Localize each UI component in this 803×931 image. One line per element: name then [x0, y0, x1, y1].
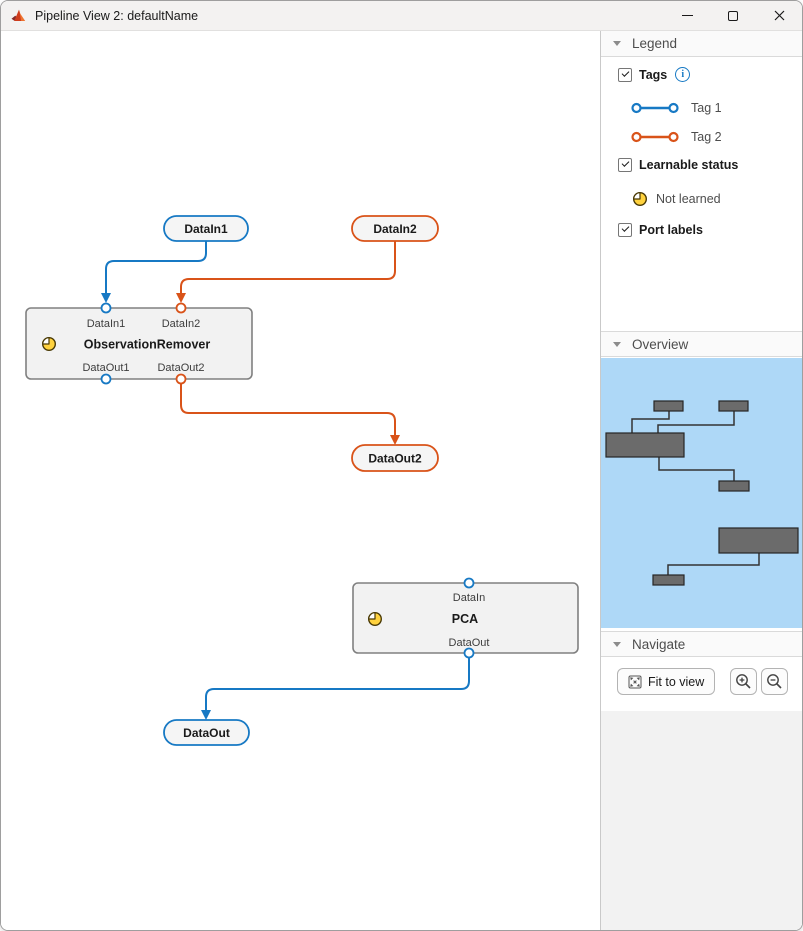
- maximize-icon: [728, 10, 738, 21]
- not-learned-clock-icon: [368, 612, 382, 626]
- tag2-line-icon: [631, 131, 679, 143]
- info-glyph: i: [681, 68, 685, 80]
- checkmark-icon: [621, 159, 629, 167]
- info-icon[interactable]: i: [675, 67, 691, 82]
- port-pca-out-circle[interactable]: [463, 647, 475, 659]
- checkmark-icon: [621, 68, 629, 77]
- port-label-datain2: DataIn2: [162, 318, 201, 330]
- port-labels-label: Port labels: [639, 223, 703, 237]
- node-observationremover-title: ObservationRemover: [84, 338, 211, 352]
- node-datain2-label: DataIn2: [373, 222, 417, 236]
- port-out2-circle[interactable]: [175, 373, 187, 385]
- navigate-toolbar: Fit to view: [601, 668, 802, 695]
- legend-section-header[interactable]: Legend: [601, 31, 802, 57]
- overview-minimap[interactable]: [601, 358, 802, 628]
- node-pca[interactable]: DataIn PCA DataOut: [352, 577, 579, 659]
- edge-datain2-to-observationremover[interactable]: [176, 241, 396, 303]
- legend-title: Legend: [632, 36, 678, 51]
- collapse-arrow-icon[interactable]: [613, 41, 621, 46]
- learnable-status-label: Learnable status: [639, 158, 739, 172]
- node-pca-title: PCA: [452, 612, 478, 626]
- port-labels-row: Port labels: [618, 223, 703, 237]
- zoom-in-icon: [736, 674, 751, 689]
- not-learned-clock-icon: [632, 191, 648, 207]
- sidebar-empty-area: [601, 711, 802, 930]
- learnable-status-checkbox[interactable]: [618, 158, 632, 172]
- minimap-nodes: [605, 400, 799, 586]
- edge-datain1-to-observationremover[interactable]: [101, 241, 207, 303]
- port-label-dataout2: DataOut2: [157, 362, 204, 374]
- node-dataout[interactable]: DataOut: [163, 719, 250, 746]
- tag1-label: Tag 1: [691, 101, 722, 115]
- node-dataout-label: DataOut: [183, 726, 230, 740]
- tags-checkbox[interactable]: [618, 67, 632, 82]
- pipeline-canvas[interactable]: DataIn1 DataIn2 DataIn1 DataIn2 Observat…: [1, 31, 601, 930]
- matlab-logo-icon: [11, 9, 27, 23]
- fit-to-view-button[interactable]: Fit to view: [617, 668, 716, 695]
- overview-title: Overview: [632, 336, 689, 352]
- close-icon: [774, 10, 784, 21]
- window-title: Pipeline View 2: defaultName: [35, 8, 199, 23]
- tag2-row: Tag 2: [631, 130, 722, 144]
- port-label-datain1: DataIn1: [87, 318, 126, 330]
- node-datain1[interactable]: DataIn1: [163, 215, 249, 242]
- node-datain1-label: DataIn1: [184, 222, 228, 236]
- node-datain2[interactable]: DataIn2: [351, 215, 439, 242]
- sidebar: Legend Tags i Tag 1: [601, 31, 802, 930]
- minimize-icon: [681, 15, 693, 16]
- port-in1-circle[interactable]: [100, 302, 112, 314]
- window-content: DataIn1 DataIn2 DataIn1 DataIn2 Observat…: [1, 31, 802, 930]
- zoom-out-icon: [767, 674, 782, 689]
- not-learned-label: Not learned: [656, 192, 721, 206]
- not-learned-clock-icon: [42, 337, 56, 351]
- tags-row: Tags i: [618, 67, 691, 82]
- tag1-line-icon: [631, 102, 679, 114]
- port-label-datain: DataIn: [453, 592, 485, 604]
- overview-section-header[interactable]: Overview: [601, 331, 802, 357]
- learnable-status-row: Learnable status: [618, 158, 738, 172]
- tag1-row: Tag 1: [631, 101, 722, 115]
- titlebar: Pipeline View 2: defaultName: [1, 1, 802, 31]
- zoom-in-button[interactable]: [730, 668, 757, 695]
- maximize-button[interactable]: [710, 1, 756, 31]
- port-label-dataout1: DataOut1: [82, 362, 129, 374]
- port-labels-checkbox[interactable]: [618, 223, 632, 237]
- node-observationremover[interactable]: DataIn1 DataIn2 ObservationRemover DataO…: [25, 302, 253, 385]
- port-in2-circle[interactable]: [175, 302, 187, 314]
- tag2-label: Tag 2: [691, 130, 722, 144]
- port-label-dataout: DataOut: [449, 637, 490, 649]
- collapse-arrow-icon[interactable]: [613, 341, 621, 347]
- collapse-arrow-icon[interactable]: [613, 641, 621, 647]
- navigate-section-header[interactable]: Navigate: [601, 631, 802, 657]
- fit-to-view-icon: [628, 675, 642, 688]
- node-dataout2-label: DataOut2: [368, 452, 422, 466]
- fit-to-view-label: Fit to view: [648, 674, 705, 689]
- minimize-button[interactable]: [664, 1, 710, 31]
- port-out1-circle[interactable]: [100, 373, 112, 385]
- zoom-out-button[interactable]: [761, 668, 788, 695]
- checkmark-icon: [621, 224, 629, 232]
- close-button[interactable]: [756, 1, 802, 31]
- minimap-edges: [631, 411, 760, 575]
- minimap-viewport[interactable]: [601, 358, 802, 628]
- edge-observationremover-to-dataout2[interactable]: [180, 384, 400, 445]
- not-learned-row: Not learned: [632, 191, 721, 207]
- edge-pca-to-dataout[interactable]: [201, 658, 470, 720]
- node-dataout2[interactable]: DataOut2: [351, 444, 439, 472]
- tags-label: Tags: [639, 67, 668, 82]
- port-pca-in-circle[interactable]: [463, 577, 475, 589]
- navigate-title: Navigate: [632, 636, 686, 652]
